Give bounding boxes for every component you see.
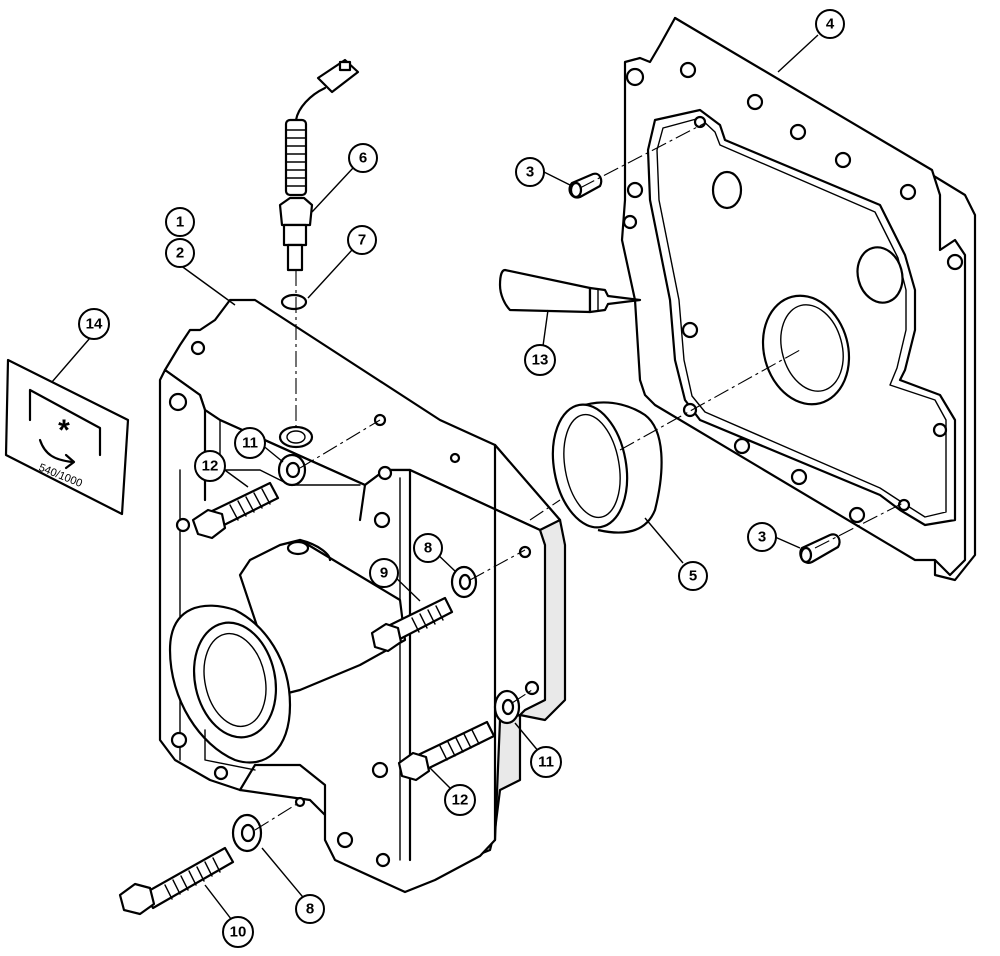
callout-3-lower: 3: [747, 522, 777, 552]
seal-ring: [551, 401, 663, 534]
decal: [4, 358, 130, 516]
callout-6-label: 6: [359, 150, 367, 167]
callout-3-lower-label: 3: [758, 529, 766, 546]
callout-3-upper: 3: [515, 157, 545, 187]
washer-upper: [277, 453, 307, 487]
callout-2-label: 2: [176, 245, 184, 262]
assembly-lines: [254, 122, 904, 831]
callout-1: 1: [165, 207, 195, 237]
callout-11-lower: 11: [530, 746, 562, 778]
callout-8-bottom: 8: [295, 894, 325, 924]
callout-6: 6: [348, 143, 378, 173]
callout-12-lower: 12: [444, 784, 476, 816]
callout-14: 14: [78, 308, 110, 340]
callout-7-label: 7: [358, 232, 366, 249]
callout-12-lower-label: 12: [452, 792, 469, 809]
callout-4: 4: [815, 9, 845, 39]
callout-5-label: 5: [689, 568, 697, 585]
bolt-middle: [370, 596, 454, 653]
callout-8-middle: 8: [413, 533, 443, 563]
sealant-tube: [498, 268, 642, 314]
callout-13: 13: [524, 344, 556, 376]
callout-10: 10: [222, 916, 254, 948]
washer-lower: [493, 689, 521, 725]
washer-middle: [450, 565, 478, 599]
callout-8-bottom-label: 8: [306, 901, 314, 918]
callout-12-upper-label: 12: [202, 458, 219, 475]
o-ring: [280, 293, 308, 311]
decal-symbol: *: [58, 414, 70, 447]
mounting-plate: [620, 16, 977, 582]
callout-1-label: 1: [176, 214, 184, 231]
callout-13-label: 13: [532, 352, 549, 369]
callout-8-middle-label: 8: [424, 540, 432, 557]
bolt-bottom: [118, 846, 235, 916]
callout-12-upper: 12: [194, 450, 226, 482]
callout-5: 5: [678, 561, 708, 591]
callout-11-upper: 11: [234, 427, 266, 459]
callout-7: 7: [347, 225, 377, 255]
dowel-pin-lower: [799, 533, 841, 564]
callout-11-lower-label: 11: [538, 754, 554, 771]
speed-sensor: [278, 58, 360, 272]
washer-bottom: [231, 813, 263, 853]
callout-2: 2: [165, 238, 195, 268]
callout-4-label: 4: [826, 16, 835, 33]
callout-3-upper-label: 3: [526, 164, 534, 181]
callout-10-label: 10: [230, 924, 247, 941]
callout-14-label: 14: [86, 316, 103, 333]
callout-9: 9: [369, 558, 399, 588]
bolt-lower-right: [397, 720, 496, 782]
pto-housing: [158, 298, 567, 894]
callout-9-label: 9: [380, 565, 388, 582]
callout-11-upper-label: 11: [242, 435, 258, 452]
bolt-upper-left: [191, 481, 280, 540]
